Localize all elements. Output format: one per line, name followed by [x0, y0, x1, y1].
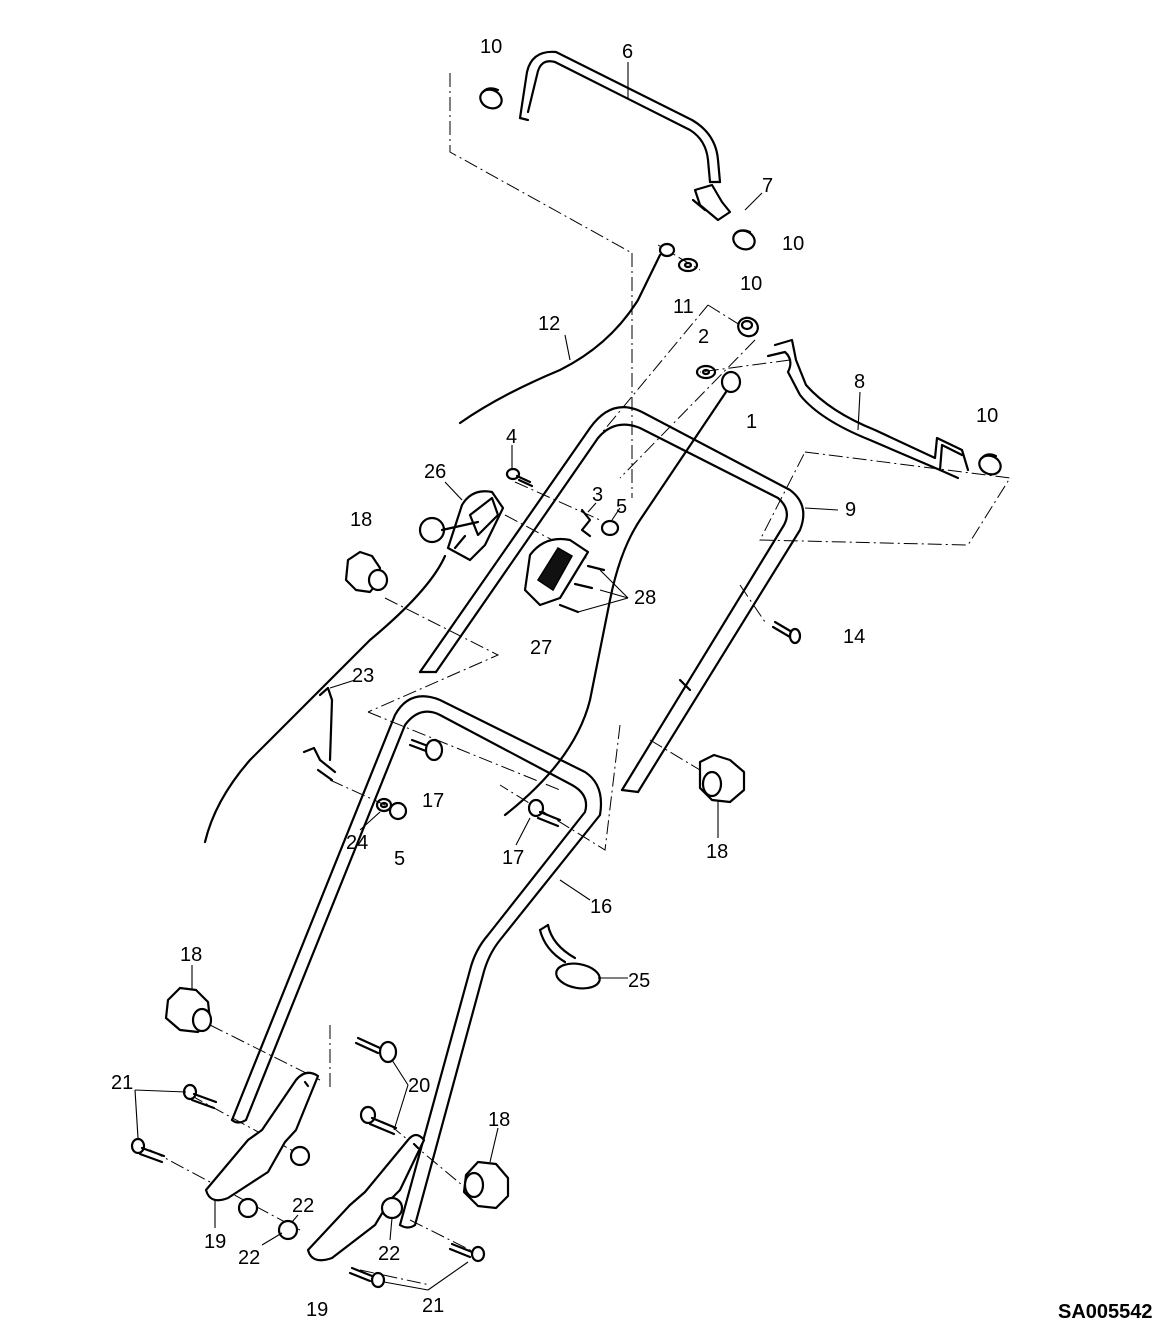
- hose-clamp-part-25: [538, 923, 601, 990]
- cap-nut-part-10-b: [732, 229, 756, 251]
- callout-27: 27: [530, 637, 552, 659]
- bolt-part-21-d: [348, 1266, 386, 1289]
- bracket-part-19-b: [306, 1133, 426, 1262]
- upper-handle-bar-part-6: [518, 50, 732, 222]
- callout-5-lower: 5: [394, 848, 405, 870]
- callout-18-lower-right: 18: [488, 1109, 510, 1131]
- callout-21-left: 21: [111, 1072, 133, 1094]
- washer-part-24: [375, 797, 393, 813]
- bolt-part-21-c: [448, 1242, 486, 1263]
- callout-17-left: 17: [422, 790, 444, 812]
- callout-2: 2: [698, 326, 709, 348]
- knob-part-18-d: [462, 1160, 510, 1210]
- callout-18-lower-left: 18: [180, 944, 202, 966]
- carriage-bolt-part-17-a: [408, 738, 444, 762]
- callout-19-left: 19: [204, 1231, 226, 1253]
- bail-bar-part-8: [766, 338, 970, 480]
- cable-part-1: [503, 370, 742, 817]
- callout-10-mid: 10: [740, 273, 762, 295]
- callout-21-bottom: 21: [422, 1295, 444, 1317]
- callout-18-upper-left: 18: [350, 509, 372, 531]
- cap-nut-part-10-c: [737, 316, 759, 338]
- callout-22-upper: 22: [292, 1195, 314, 1217]
- callout-10-far-right: 10: [976, 405, 998, 427]
- callout-18-right: 18: [706, 841, 728, 863]
- carriage-bolt-part-20-a: [354, 1036, 398, 1064]
- carriage-bolt-part-17-b: [527, 798, 562, 828]
- callout-7: 7: [762, 175, 773, 197]
- cable-part-12: [458, 242, 676, 425]
- callout-23: 23: [352, 665, 374, 687]
- control-box-part-28: [523, 537, 606, 614]
- callout-22-left: 22: [238, 1247, 260, 1269]
- callout-12: 12: [538, 313, 560, 335]
- knob-part-18-a: [344, 550, 389, 594]
- bolt-part-14: [771, 620, 802, 645]
- nut-part-22-c: [277, 1219, 299, 1241]
- clip-part-3: [580, 508, 592, 538]
- callout-10-right: 10: [782, 233, 804, 255]
- document-id: SA005542: [1058, 1301, 1153, 1323]
- washer-part-11: [677, 257, 699, 273]
- carriage-bolt-part-20-b: [359, 1105, 398, 1136]
- screw-part-4: [505, 467, 534, 488]
- callout-10-top: 10: [480, 36, 502, 58]
- nut-part-22-b: [237, 1197, 259, 1219]
- callout-4: 4: [506, 426, 517, 448]
- callout-8: 8: [854, 371, 865, 393]
- leader-lines: [134, 62, 861, 1291]
- cap-nut-part-10-a: [479, 87, 503, 110]
- callout-11: 11: [673, 296, 694, 318]
- knob-part-18-b: [698, 753, 746, 804]
- bolt-part-21-a: [182, 1083, 218, 1110]
- callout-1: 1: [746, 411, 757, 433]
- lower-handle-part-16: [230, 695, 603, 1229]
- callout-20: 20: [408, 1075, 430, 1097]
- nut-part-5-a: [600, 519, 620, 537]
- callout-22-right: 22: [378, 1243, 400, 1265]
- upper-handle-part-9: [418, 406, 805, 794]
- callout-25: 25: [628, 970, 650, 992]
- callout-26: 26: [424, 461, 446, 483]
- cap-nut-part-10-d: [978, 453, 1002, 476]
- callout-14: 14: [843, 626, 865, 648]
- bracket-part-19-a: [204, 1071, 320, 1202]
- callout-labels: 10 6 7 10 10 11 2 12 8 10 1 4 26 3 5 9 1…: [111, 36, 998, 1321]
- callout-5-upper: 5: [616, 496, 627, 518]
- bolt-part-21-b: [130, 1137, 166, 1164]
- callout-19-bottom: 19: [306, 1299, 328, 1321]
- knob-part-18-c: [164, 986, 213, 1034]
- callout-17-right: 17: [502, 847, 524, 869]
- nut-part-22-d: [380, 1196, 404, 1220]
- control-lever-part-26: [203, 490, 505, 844]
- callout-3: 3: [592, 484, 603, 506]
- callout-28: 28: [634, 587, 656, 609]
- callout-6: 6: [622, 41, 633, 63]
- cable-clip-part-23: [302, 686, 337, 782]
- callout-9: 9: [845, 499, 856, 521]
- nut-part-5-b: [388, 801, 408, 821]
- callout-24: 24: [346, 832, 368, 854]
- callout-16: 16: [590, 896, 612, 918]
- washer-part-2: [695, 364, 717, 380]
- nut-part-22-a: [289, 1145, 311, 1167]
